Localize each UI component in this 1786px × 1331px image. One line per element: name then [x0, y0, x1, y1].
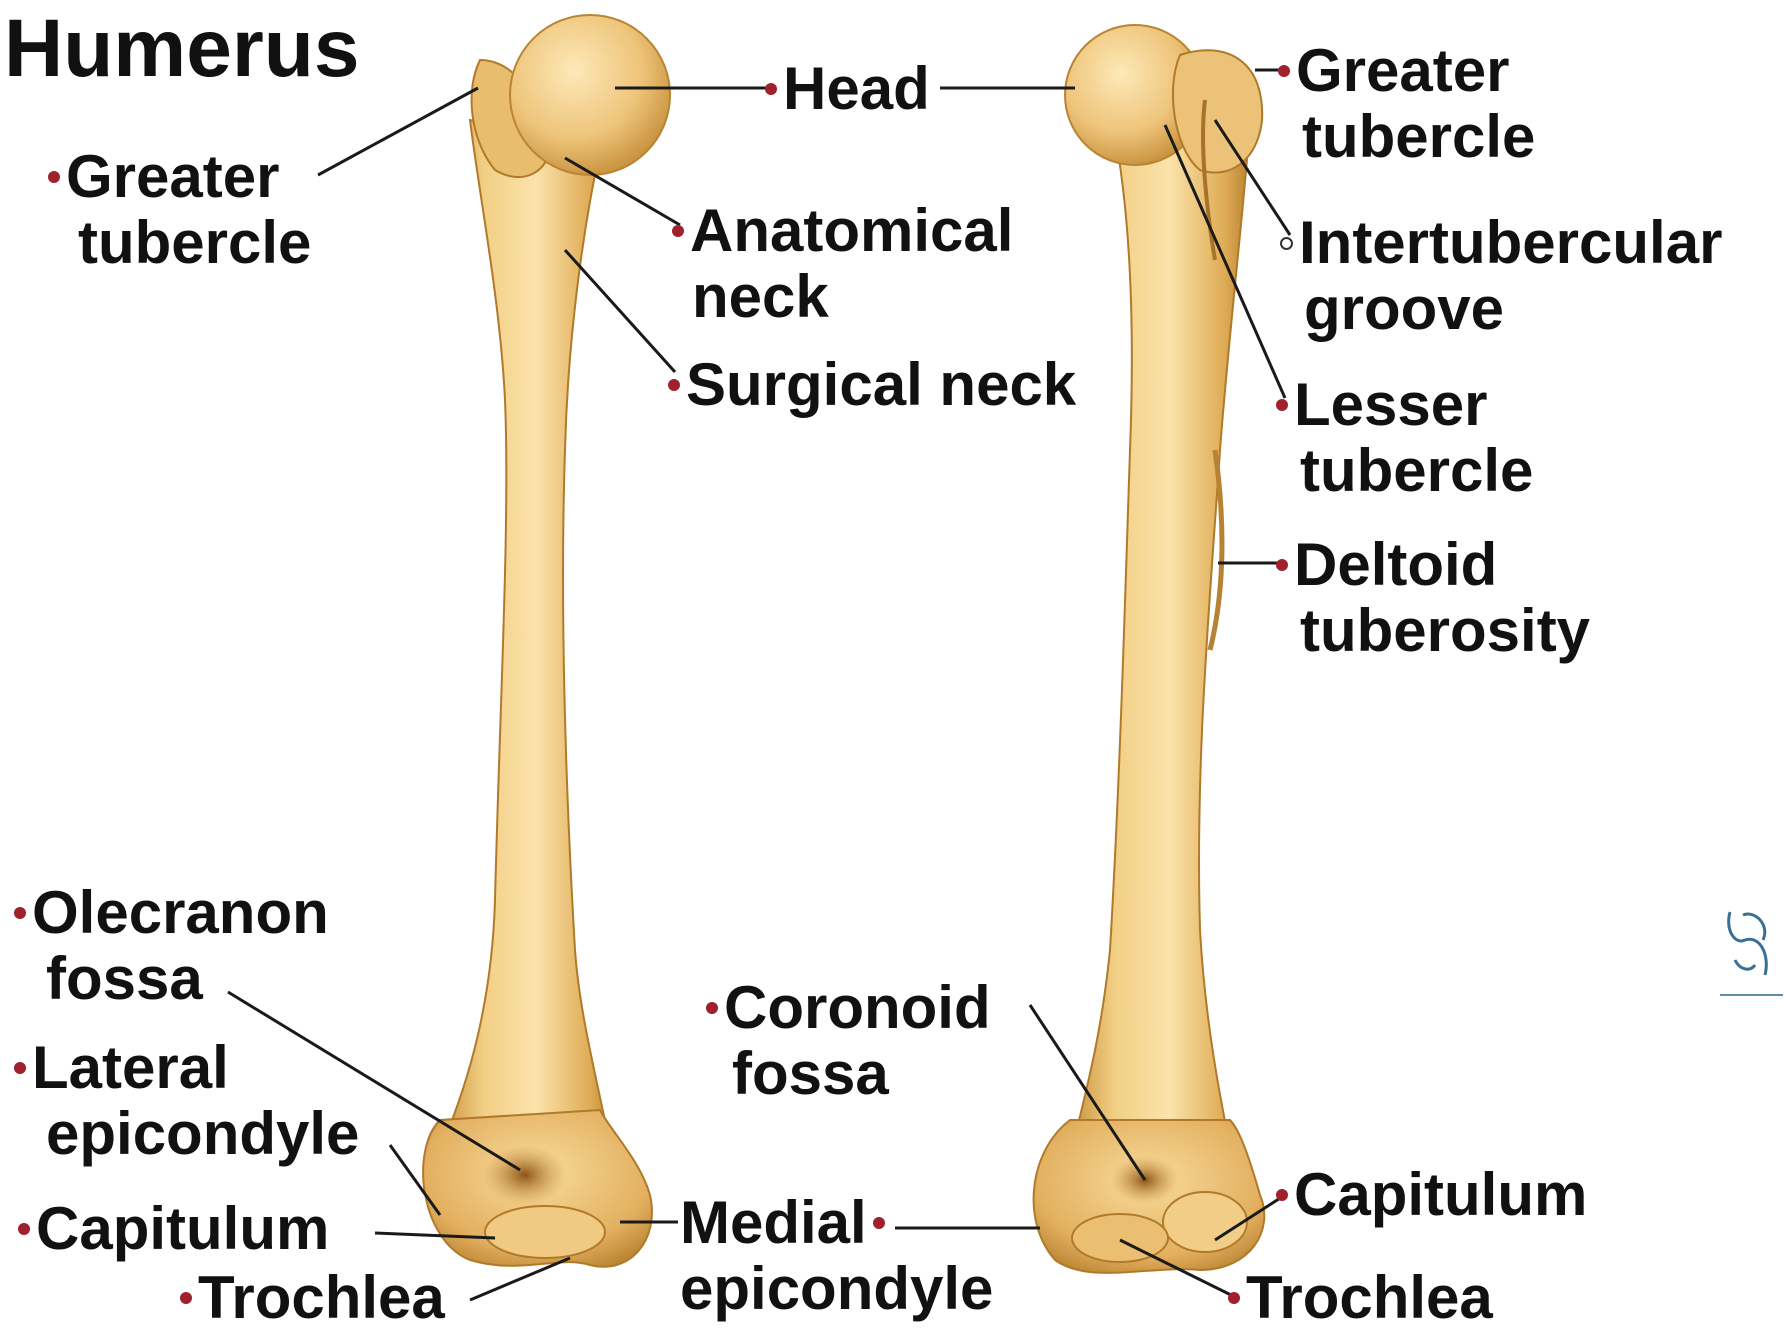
leader-surgical-neck [565, 250, 675, 372]
label-medial-epicondyle: Medial epicondyle [680, 1190, 993, 1322]
label-coronoid-fossa: Coronoid fossa [706, 975, 991, 1107]
publisher-logo-icon [1715, 900, 1785, 1020]
leader-greater-tubercle-left [318, 88, 478, 175]
label-greater-tubercle-right: Greater tubercle [1278, 38, 1535, 170]
left-head-shape [510, 15, 670, 175]
right-shaft [1070, 110, 1250, 1170]
marker-dot [14, 1062, 26, 1074]
label-capitulum-right: Capitulum [1276, 1162, 1587, 1228]
marker-dot [873, 1217, 885, 1229]
marker-dot [180, 1292, 192, 1304]
marker-dot [48, 171, 60, 183]
marker-dot [1276, 559, 1288, 571]
marker-dot-hollow [1280, 237, 1293, 250]
label-surgical-neck: Surgical neck [668, 352, 1076, 418]
label-capitulum-left: Capitulum [18, 1196, 329, 1262]
label-intertubercular-groove: Intertubercular groove [1280, 210, 1722, 342]
marker-dot [765, 83, 777, 95]
marker-dot [18, 1223, 30, 1235]
right-trochlea-shape [1072, 1214, 1168, 1262]
label-trochlea-right: Trochlea [1228, 1265, 1493, 1331]
marker-dot [1276, 1189, 1288, 1201]
diagram-title: Humerus [4, 4, 359, 94]
label-anatomical-neck: Anatomical neck [672, 198, 1013, 330]
marker-dot [668, 379, 680, 391]
marker-dot [706, 1002, 718, 1014]
marker-dot [672, 225, 684, 237]
label-lesser-tubercle: Lesser tubercle [1276, 372, 1533, 504]
label-lateral-epicondyle: Lateral epicondyle [14, 1035, 359, 1167]
label-olecranon-fossa: Olecranon fossa [14, 880, 329, 1012]
label-greater-tubercle-left: Greater tubercle [48, 144, 311, 276]
left-trochlea-shape [485, 1206, 605, 1258]
humerus-posterior-view [423, 15, 670, 1267]
label-trochlea-left: Trochlea [180, 1265, 445, 1331]
marker-dot [14, 907, 26, 919]
label-deltoid-tuberosity: Deltoid tuberosity [1276, 532, 1590, 664]
right-greater-tubercle-shape [1173, 50, 1262, 172]
marker-dot [1276, 399, 1288, 411]
right-capitulum-shape [1163, 1192, 1247, 1252]
marker-dot [1278, 65, 1290, 77]
label-head: Head [765, 56, 930, 122]
marker-dot [1228, 1292, 1240, 1304]
humerus-anterior-view [1034, 25, 1265, 1273]
